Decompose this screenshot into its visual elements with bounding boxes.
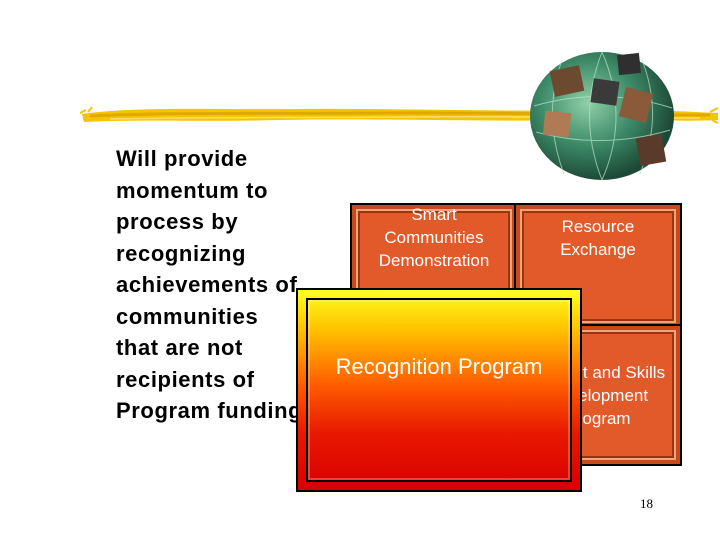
globe-collage-image — [530, 51, 674, 181]
body-text: Will provide momentum to process by reco… — [116, 146, 303, 423]
recognition-program-box: Recognition Program — [296, 288, 582, 492]
resource-exchange-label: Resource Exchange — [560, 217, 636, 259]
recognition-program-label: Recognition Program — [306, 298, 572, 482]
smart-communities-label: Smart Communities Demonstration — [378, 204, 490, 270]
page-number: 18 — [640, 496, 653, 511]
